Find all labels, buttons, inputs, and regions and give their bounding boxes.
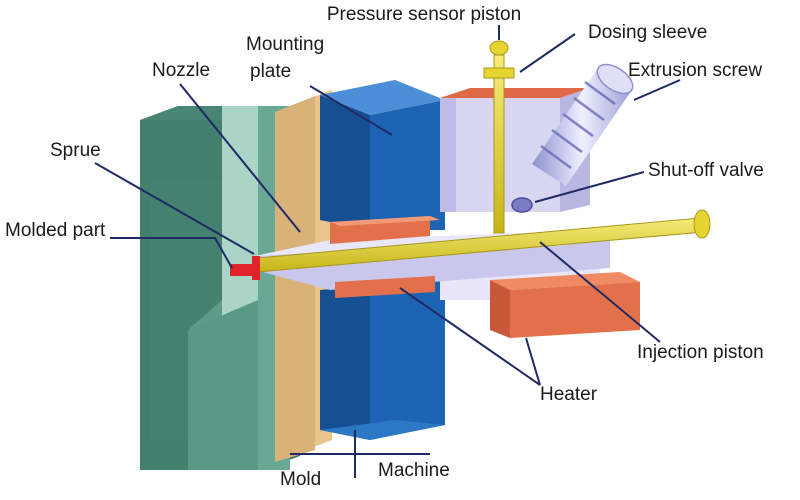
label-molded-part: Molded part <box>5 220 106 241</box>
labels: Pressure sensor piston Dosing sleeve Mou… <box>5 4 764 490</box>
shut-off-valve <box>511 197 533 213</box>
label-pressure-sensor-piston: Pressure sensor piston <box>327 4 521 25</box>
label-heater: Heater <box>540 384 598 405</box>
label-mounting-plate-line1: Mounting <box>246 34 324 55</box>
label-extrusion-screw: Extrusion screw <box>628 60 762 81</box>
label-sprue: Sprue <box>50 140 101 161</box>
label-shut-off-valve: Shut-off valve <box>648 160 764 181</box>
label-mold: Mold <box>280 469 321 490</box>
label-machine: Machine <box>378 460 450 481</box>
pressure-sensor-piston <box>483 40 515 234</box>
leader-lines <box>94 25 681 478</box>
molded-part <box>230 256 260 280</box>
label-injection-piston: Injection piston <box>637 342 764 363</box>
label-mounting-plate-line2: plate <box>250 61 291 82</box>
label-nozzle: Nozzle <box>152 60 210 81</box>
label-dosing-sleeve: Dosing sleeve <box>588 22 707 43</box>
heater-bands <box>330 216 440 298</box>
extrusion-screw <box>532 63 634 186</box>
